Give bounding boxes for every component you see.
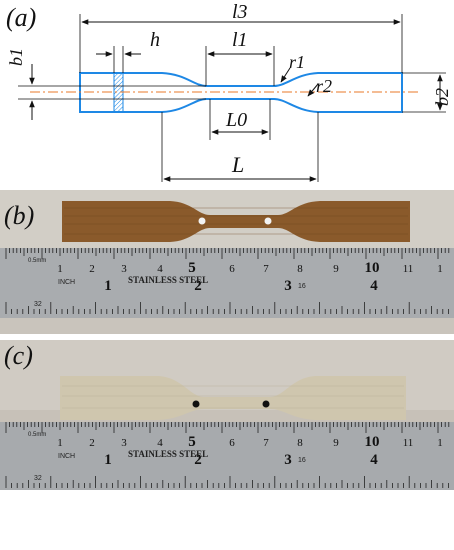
ruler-16: 16 (298, 283, 306, 290)
ruler-number-cm: 7 (263, 263, 269, 275)
ruler-number-inch: 1 (104, 452, 112, 468)
ruler-mm-mark: 0.5mm (28, 258, 46, 264)
ruler-number-cm: 2 (89, 437, 95, 449)
ruler-number-cm: 1 (57, 437, 63, 449)
label-L0: L0 (225, 109, 247, 131)
label-h: h (150, 29, 160, 51)
ruler-number-cm: 9 (333, 263, 339, 275)
ruler-number-cm: 7 (263, 437, 269, 449)
label-r1: r1 (289, 52, 305, 72)
ruler-number-cm: 9 (333, 437, 339, 449)
ruler-brand: STAINLESS STEEL (128, 275, 208, 285)
leader-r1 (280, 67, 291, 83)
ruler-number-inch: 4 (370, 278, 378, 294)
ruler-number-cm: 1 (437, 437, 443, 449)
gauge-mark-1 (198, 217, 206, 225)
label-l3: l3 (232, 1, 248, 23)
ruler-number-cm: 4 (157, 263, 163, 275)
ruler-inch: INCH (58, 453, 75, 460)
ruler-number-cm: 5 (188, 260, 196, 276)
ruler-number-cm: 6 (229, 263, 235, 275)
specimen-drawing: (a) l3 h l1 b1 r1 r2 b2 L0 L (6, 1, 452, 182)
ruler-32: 32 (34, 301, 42, 308)
ruler-number-inch: 2 (194, 278, 202, 294)
label-l1: l1 (232, 29, 248, 51)
ruler-number-inch: 2 (194, 452, 202, 468)
steel-ruler (0, 422, 454, 490)
ruler-16: 16 (298, 457, 306, 464)
ruler-number-cm: 1 (57, 263, 63, 275)
ruler-number-cm: 1 (437, 263, 443, 275)
extension-lines (18, 14, 446, 182)
ruler-number-cm: 3 (121, 263, 127, 275)
ruler-number-cm: 8 (297, 263, 303, 275)
specimen-beige (60, 376, 406, 420)
steel-ruler (0, 248, 454, 318)
ruler-number-cm: 10 (365, 434, 380, 450)
ruler-brand: STAINLESS STEEL (128, 449, 208, 459)
ruler-number-cm: 10 (365, 260, 380, 276)
ruler-inch: INCH (58, 279, 75, 286)
leader-r2 (307, 83, 319, 97)
gauge-mark-1 (192, 400, 200, 408)
ruler-number-cm: 8 (297, 437, 303, 449)
ruler-number-cm: 2 (89, 263, 95, 275)
ruler-number-inch: 3 (284, 452, 292, 468)
gauge-mark-2 (264, 217, 272, 225)
specimen-brown (62, 201, 410, 242)
ruler-number-cm: 11 (403, 437, 414, 449)
label-b2: b2 (432, 88, 452, 106)
label-L: L (231, 152, 244, 177)
panel-label-b: (b) (4, 201, 34, 230)
ruler-number-inch: 4 (370, 452, 378, 468)
ruler-number-inch: 1 (104, 278, 112, 294)
bottom-margin (0, 490, 454, 550)
ruler-number-inch: 3 (284, 278, 292, 294)
label-r2: r2 (316, 76, 332, 96)
panel-label-a: (a) (6, 3, 36, 32)
ruler-number-cm: 6 (229, 437, 235, 449)
panel-label-c: (c) (4, 341, 33, 370)
gauge-mark-2 (262, 400, 270, 408)
ruler-number-cm: 4 (157, 437, 163, 449)
ruler-number-cm: 11 (403, 263, 414, 275)
ruler-mm-mark: 0.5mm (28, 432, 46, 438)
label-b1: b1 (6, 48, 26, 66)
ruler-number-cm: 3 (121, 437, 127, 449)
ruler-32: 32 (34, 475, 42, 482)
ruler-number-cm: 5 (188, 434, 196, 450)
